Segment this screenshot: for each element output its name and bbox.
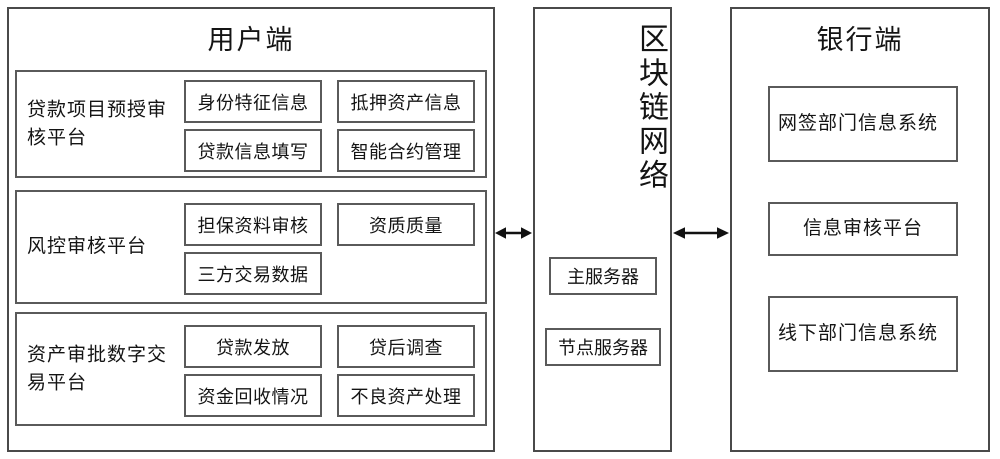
group-loan-preauthorization: 贷款项目预授审核平台 身份特征信息 抵押资产信息 贷款信息填写 智能合约管理 xyxy=(15,70,487,178)
group-asset-approval-digital-trading-label: 资产审批数字交易平台 xyxy=(27,344,168,393)
cell-npl-asset-handling[interactable]: 不良资产处理 xyxy=(337,374,475,417)
cell-fund-recovery-status[interactable]: 资金回收情况 xyxy=(184,374,322,417)
cell-mortgage-asset-info[interactable]: 抵押资产信息 xyxy=(337,80,475,123)
panel-blockchain-network-title: 区块链网络 xyxy=(535,23,670,253)
panel-bank: 银行端 网签部门信息系统 信息审核平台 线下部门信息系统 xyxy=(730,7,990,452)
connector-client-to-chain-double-arrow xyxy=(495,227,532,239)
panel-bank-title: 银行端 xyxy=(816,25,904,55)
panel-client-title: 用户端 xyxy=(207,25,295,55)
cell-identity-feature-info[interactable]: 身份特征信息 xyxy=(184,80,322,123)
cell-third-party-transaction-data[interactable]: 三方交易数据 xyxy=(184,252,322,295)
cell-main-server[interactable]: 主服务器 xyxy=(549,257,657,295)
cell-post-loan-investigation[interactable]: 贷后调查 xyxy=(337,325,475,368)
group-risk-control-review-label: 风控审核平台 xyxy=(27,236,148,258)
cell-guarantee-material-review[interactable]: 担保资料审核 xyxy=(184,203,322,246)
panel-client: 用户端 贷款项目预授审核平台 身份特征信息 抵押资产信息 贷款信息填写 智能合约… xyxy=(7,7,495,452)
cell-node-server[interactable]: 节点服务器 xyxy=(545,328,661,366)
group-risk-control-review: 风控审核平台 担保资料审核 资质质量 三方交易数据 xyxy=(15,190,487,304)
cell-loan-info-entry[interactable]: 贷款信息填写 xyxy=(184,129,322,172)
panel-blockchain-network-title-text: 区块链网络 xyxy=(634,23,667,193)
connector-chain-to-bank-double-arrow xyxy=(673,227,729,239)
group-loan-preauthorization-label: 贷款项目预授审核平台 xyxy=(27,99,168,148)
cell-loan-disbursement[interactable]: 贷款发放 xyxy=(184,325,322,368)
cell-offline-department-info-system[interactable]: 线下部门信息系统 xyxy=(768,296,958,372)
cell-smart-contract-management[interactable]: 智能合约管理 xyxy=(337,129,475,172)
panel-blockchain-network: 区块链网络 主服务器 节点服务器 xyxy=(533,7,672,452)
cell-online-signing-department-info-system[interactable]: 网签部门信息系统 xyxy=(768,86,958,162)
cell-qualification-quality[interactable]: 资质质量 xyxy=(337,203,475,246)
group-asset-approval-digital-trading: 资产审批数字交易平台 贷款发放 贷后调查 资金回收情况 不良资产处理 xyxy=(15,312,487,426)
cell-info-review-platform[interactable]: 信息审核平台 xyxy=(768,202,958,256)
